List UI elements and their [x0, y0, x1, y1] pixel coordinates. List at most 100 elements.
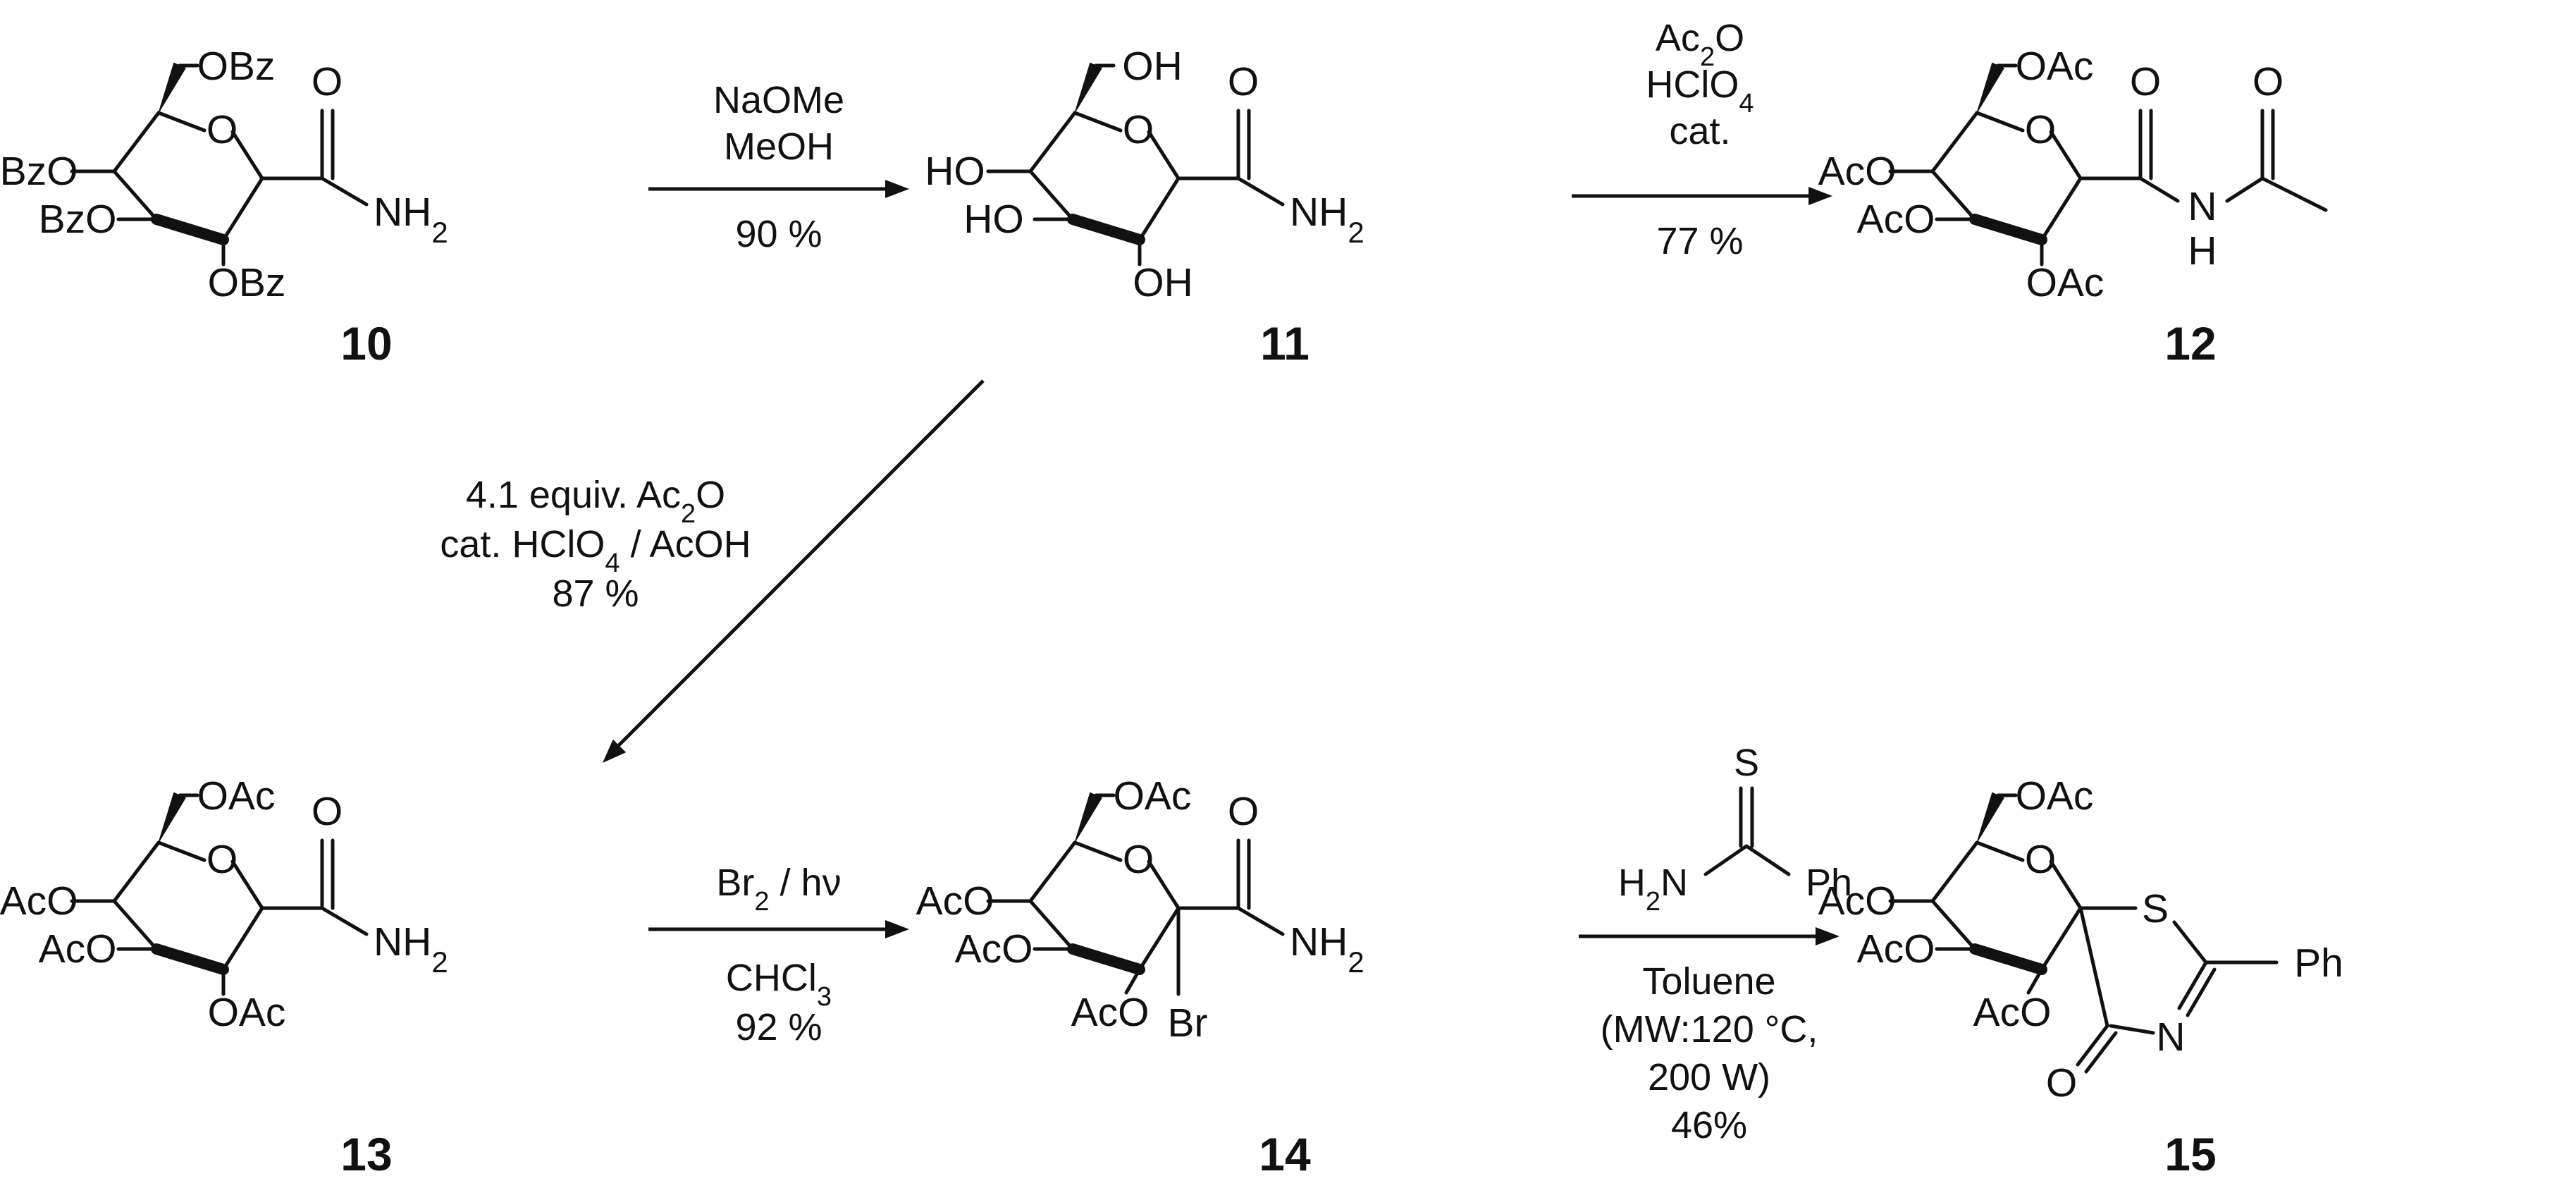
substituent-o6: OBz: [197, 44, 276, 89]
ring-oxygen: O: [207, 107, 238, 152]
amide-nh2: NH2: [374, 919, 448, 979]
compound-number-12: 12: [2164, 317, 2216, 369]
ring-oxygen: O: [2025, 837, 2056, 882]
substituent-o6: OAc: [197, 773, 276, 819]
acetyl-carbonyl-oxygen: O: [2253, 59, 2284, 104]
thiazolone-carbonyl-oxygen: O: [2046, 1060, 2077, 1106]
c5-c6-bond: [1976, 792, 2004, 843]
thioamide-sulfur: S: [1734, 742, 1759, 784]
amide-nitrogen: N: [2188, 184, 2217, 229]
arrow-head: [885, 920, 909, 938]
carbonyl-oxygen: O: [1228, 59, 1259, 104]
bond: [320, 176, 369, 207]
substituent-o6: OAc: [1114, 773, 1192, 819]
bond: [112, 111, 161, 173]
reagent-line: cat.: [1669, 110, 1730, 152]
bond: [1236, 176, 1285, 207]
bond: [2076, 1024, 2109, 1067]
c5-c6-bond: [158, 62, 186, 114]
conditions-line: CHCl3: [726, 957, 832, 1012]
substituent-o3: AcO: [1857, 197, 1935, 242]
yield-line: 77 %: [1656, 220, 1743, 262]
carbonyl-oxygen: O: [312, 789, 343, 834]
substituent-o6: OAc: [2016, 44, 2094, 89]
substituent-o4: AcO: [916, 878, 994, 924]
compound-number-10: 10: [340, 317, 392, 369]
bond: [2186, 967, 2217, 1017]
carbonyl-oxygen: O: [312, 59, 343, 104]
thioamide-phenyl: Ph: [1806, 862, 1852, 904]
substituent-o4: AcO: [1818, 149, 1897, 194]
bold-ring-bond: [151, 214, 229, 245]
substituent-o3: BzO: [39, 197, 117, 242]
ring-oxygen: O: [1123, 837, 1154, 882]
bond: [2172, 920, 2208, 965]
bond: [1703, 844, 1749, 876]
bold-ring-bond: [151, 943, 229, 975]
bond: [1028, 169, 1075, 221]
bond: [1975, 111, 2025, 133]
bond: [1930, 899, 1977, 951]
bond: [112, 169, 159, 221]
bond: [2260, 176, 2328, 212]
reagent-line: Br2 / hν: [716, 862, 841, 917]
substituent-o3: AcO: [955, 926, 1033, 972]
bond: [221, 906, 264, 972]
amide-nh2: NH2: [1290, 190, 1364, 249]
bond: [1028, 111, 1077, 173]
bond: [1744, 844, 1791, 876]
conditions-line: Toluene: [1642, 960, 1775, 1003]
substituent-o4: AcO: [0, 878, 78, 924]
substituent-o4: BzO: [0, 149, 78, 194]
bond: [112, 840, 161, 903]
reagent-line: HClO4: [1646, 63, 1754, 118]
bond: [2040, 906, 2083, 972]
bond: [1073, 840, 1123, 862]
bond: [1236, 906, 1285, 936]
bond: [2078, 906, 2109, 1028]
yield-line: 90 %: [735, 213, 822, 255]
reagent-line: Ac2O: [1656, 17, 1744, 72]
bond: [2138, 176, 2180, 203]
substituent-o3: AcO: [39, 926, 117, 972]
bold-ring-bond: [1969, 214, 2047, 245]
amide-nh2: NH2: [1290, 919, 1364, 979]
substituent-o6: OH: [1122, 44, 1183, 89]
bond: [2109, 1024, 2155, 1035]
bond: [1028, 899, 1075, 951]
substituent-o3: AcO: [1857, 926, 1935, 972]
reagent-line: cat. HClO4 / AcOH: [440, 523, 751, 578]
substituent-o2: OAc: [2026, 260, 2104, 305]
substituent-o2: OH: [1133, 260, 1193, 305]
substituent-o2: AcO: [1973, 990, 2052, 1035]
compound-number-13: 13: [340, 1128, 392, 1180]
substituent-o2: OBz: [208, 260, 286, 305]
arrow-head: [1808, 187, 1832, 205]
bond: [2049, 859, 2083, 910]
bond: [1028, 840, 1077, 903]
ring-oxygen: O: [2025, 107, 2056, 152]
substituent-o6: OAc: [2016, 773, 2094, 819]
c5-c6-bond: [1976, 62, 2004, 114]
bromine: Br: [1168, 1000, 1208, 1046]
bond: [2177, 960, 2208, 1010]
bond: [1073, 111, 1123, 133]
substituent-o4: HO: [925, 149, 985, 194]
bond: [1930, 111, 1979, 173]
bond: [320, 906, 369, 936]
carbonyl-oxygen: O: [1228, 789, 1259, 834]
bond: [1147, 859, 1181, 910]
amide-hydrogen: H: [2188, 228, 2217, 274]
compound-number-11: 11: [1260, 317, 1309, 369]
bond: [112, 899, 159, 951]
bond: [1138, 176, 1181, 242]
compound-number-15: 15: [2164, 1128, 2216, 1180]
